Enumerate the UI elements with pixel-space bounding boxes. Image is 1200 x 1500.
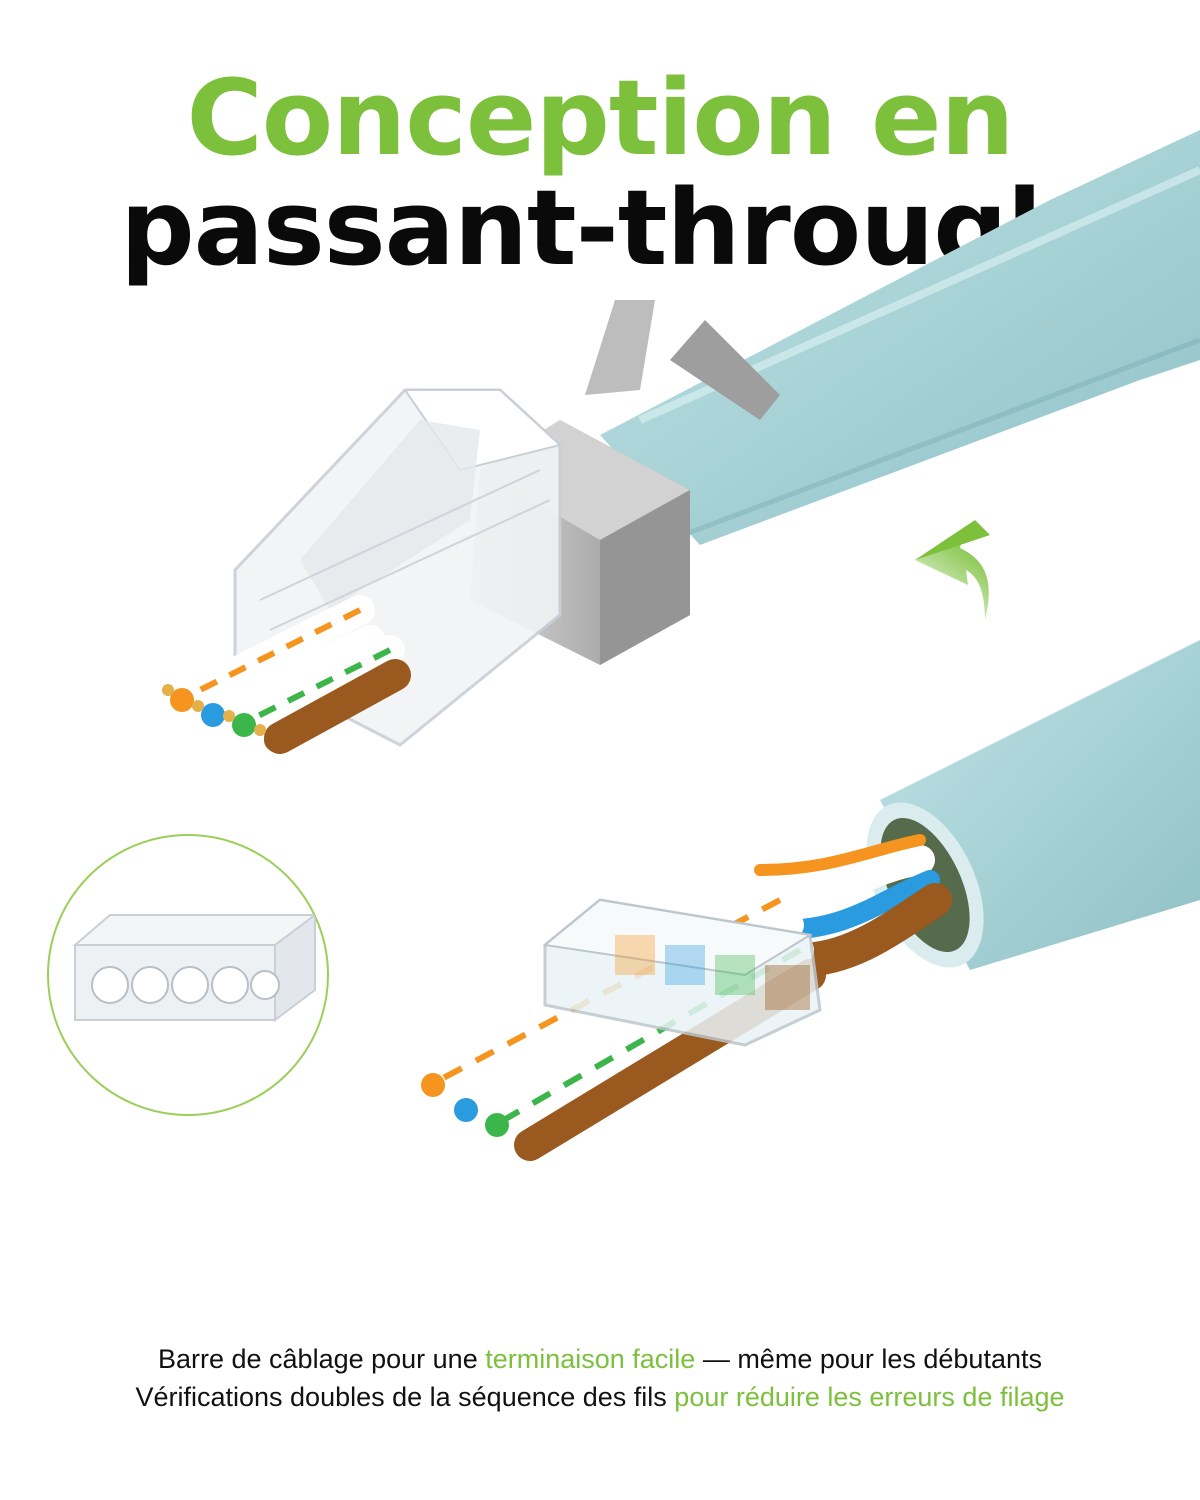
- caption-1-text-end: — même pour les débutants: [695, 1344, 1042, 1374]
- caption-1-highlight: terminaison facile: [485, 1344, 696, 1374]
- captions: Barre de câblage pour une terminaison fa…: [0, 1340, 1200, 1416]
- caption-line-2: Vérifications doubles de la séquence des…: [0, 1378, 1200, 1416]
- curved-arrow-icon: [915, 520, 990, 620]
- caption-2-highlight: pour réduire les erreurs de filage: [674, 1382, 1065, 1412]
- wire-guide-bar: [542, 898, 822, 1047]
- caption-2-text: Vérifications doubles de la séquence des…: [135, 1382, 675, 1412]
- headline-line-1: Conception en: [186, 57, 1014, 179]
- wire-guide-bar-icon: [47, 834, 329, 1116]
- plug-latch: [585, 300, 780, 420]
- caption-1-text: Barre de câblage pour une: [157, 1344, 486, 1374]
- plug-wires: [162, 595, 411, 754]
- caption-line-1: Barre de câblage pour une terminaison fa…: [0, 1340, 1200, 1378]
